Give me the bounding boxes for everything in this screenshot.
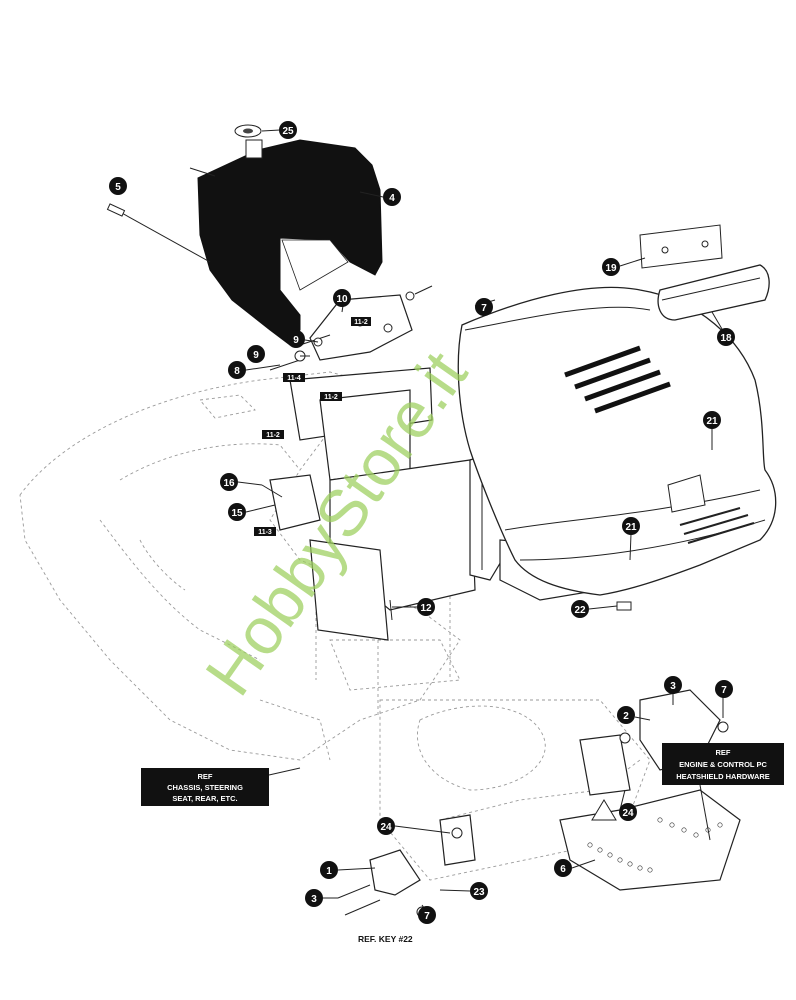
- grille-vents: [679, 507, 755, 544]
- ref-box-chassis: REF CHASSIS, STEERING SEAT, REAR, ETC.: [141, 767, 301, 806]
- callout: 23: [470, 882, 488, 900]
- callout: 15: [228, 503, 246, 521]
- heat-shield-part-4: [119, 139, 383, 346]
- svg-text:11-2: 11-2: [354, 319, 368, 326]
- svg-text:15: 15: [231, 508, 243, 519]
- svg-text:4: 4: [389, 193, 395, 204]
- svg-text:9: 9: [293, 335, 299, 346]
- svg-text:22: 22: [574, 605, 586, 616]
- svg-text:9: 9: [253, 350, 259, 361]
- svg-text:8: 8: [234, 366, 240, 377]
- svg-text:21: 21: [625, 522, 637, 533]
- callout: 21: [622, 517, 640, 535]
- hood-mount-brackets: [337, 689, 741, 918]
- svg-text:19: 19: [605, 263, 617, 274]
- callout: 2: [617, 706, 635, 724]
- svg-text:24: 24: [380, 822, 392, 833]
- svg-text:10: 10: [336, 294, 348, 305]
- callout: 4: [383, 188, 401, 206]
- callout: 22: [571, 600, 589, 618]
- svg-text:12: 12: [420, 603, 432, 614]
- callout: 1: [320, 861, 338, 879]
- callout: 19: [602, 258, 620, 276]
- callout: 7: [418, 906, 436, 924]
- tag-label: 11-3: [254, 527, 276, 536]
- callout: 9: [287, 330, 305, 348]
- callout: 3: [664, 676, 682, 694]
- hood-vents: [564, 345, 671, 414]
- svg-text:CHASSIS, STEERING: CHASSIS, STEERING: [167, 783, 243, 792]
- tag-label: 11-2: [320, 392, 342, 401]
- svg-text:11-3: 11-3: [258, 529, 272, 536]
- grommet-part-25: [234, 124, 262, 138]
- svg-text:REF: REF: [198, 772, 213, 781]
- svg-text:REF: REF: [716, 748, 731, 757]
- tag-label: 11-2: [351, 317, 371, 326]
- tag-label: 11-4: [283, 373, 305, 382]
- screw-part-5: [106, 203, 126, 217]
- svg-text:3: 3: [311, 894, 317, 905]
- callout: 10: [333, 289, 351, 307]
- callout: 3: [305, 889, 323, 907]
- svg-text:1: 1: [326, 866, 332, 877]
- svg-text:16: 16: [223, 478, 235, 489]
- nose-trim-parts: [639, 224, 770, 321]
- callout-list: 25 4 5 10 9 9 8 16 15 12 7 19 18 21 21 2…: [109, 121, 735, 924]
- svg-text:ENGINE & CONTROL PC: ENGINE & CONTROL PC: [679, 760, 767, 769]
- svg-text:11-2: 11-2: [266, 432, 280, 439]
- tag-list: 11-2 11-4 11-2 11-2 11-3: [254, 317, 371, 536]
- callout: 7: [715, 680, 733, 698]
- callout: 9: [247, 345, 265, 363]
- svg-text:3: 3: [670, 681, 676, 692]
- ref-key-label: REF. KEY #22: [358, 934, 413, 944]
- callout: 18: [717, 328, 735, 346]
- svg-text:HEATSHIELD HARDWARE: HEATSHIELD HARDWARE: [676, 772, 770, 781]
- svg-text:24: 24: [622, 808, 634, 819]
- svg-text:7: 7: [424, 911, 430, 922]
- svg-text:11-2: 11-2: [324, 394, 338, 401]
- callout: 25: [279, 121, 297, 139]
- tag-label: 11-2: [262, 430, 284, 439]
- dash-bracket-assembly: [261, 285, 476, 641]
- svg-text:5: 5: [115, 182, 121, 193]
- callout: 24: [619, 803, 637, 821]
- svg-text:11-4: 11-4: [287, 375, 301, 382]
- callout: 24: [377, 817, 395, 835]
- callout: 21: [703, 411, 721, 429]
- svg-text:25: 25: [282, 126, 294, 137]
- svg-text:7: 7: [721, 685, 727, 696]
- svg-text:6: 6: [560, 864, 566, 875]
- callout: 8: [228, 361, 246, 379]
- svg-text:23: 23: [473, 887, 485, 898]
- callout: 16: [220, 473, 238, 491]
- svg-text:7: 7: [481, 303, 487, 314]
- callout: 7: [475, 298, 493, 316]
- svg-text:21: 21: [706, 416, 718, 427]
- callout: 6: [554, 859, 572, 877]
- svg-text:2: 2: [623, 711, 629, 722]
- svg-text:SEAT, REAR, ETC.: SEAT, REAR, ETC.: [172, 794, 237, 803]
- hood-part-7: [457, 286, 777, 611]
- callout: 5: [109, 177, 127, 195]
- callout: 12: [417, 598, 435, 616]
- ref-box-engine: REF ENGINE & CONTROL PC HEATSHIELD HARDW…: [662, 743, 784, 841]
- svg-text:18: 18: [720, 333, 732, 344]
